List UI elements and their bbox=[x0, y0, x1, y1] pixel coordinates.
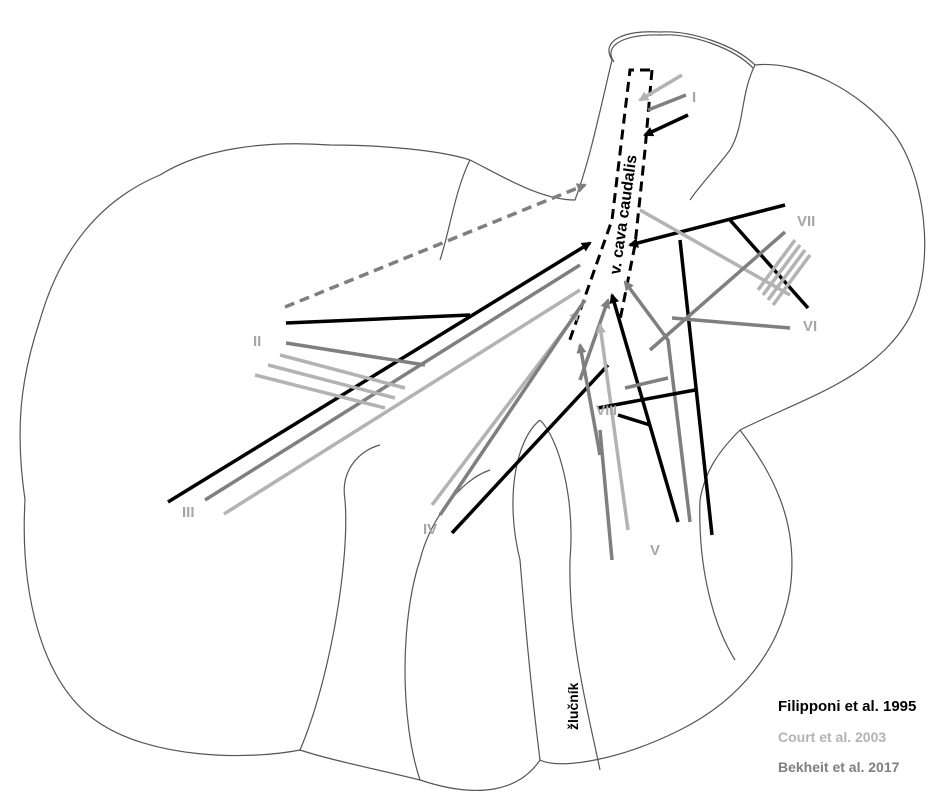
lobe-label-iii: III bbox=[182, 504, 195, 521]
segment-i-line-court bbox=[640, 75, 682, 100]
segment-i-line-bekheit bbox=[648, 95, 686, 110]
segment-iii-line-filipponi bbox=[168, 243, 590, 502]
segment-vii-line-court-2 bbox=[763, 245, 800, 295]
lobe-label-vi: VI bbox=[803, 318, 817, 335]
segment-viii-line-bekheit-3 bbox=[625, 378, 668, 388]
liver-outline bbox=[20, 32, 925, 791]
lobe-label-vii: VII bbox=[797, 213, 815, 230]
segment-ii-line-filipponi bbox=[286, 315, 470, 323]
legend-item-court: Court et al. 2003 bbox=[778, 722, 916, 752]
lobe-label-v: V bbox=[650, 542, 660, 559]
lobe-label-i: I bbox=[692, 89, 696, 106]
segment-vii-line-filipponi bbox=[630, 205, 785, 245]
segment-viii-line-filipponi-2 bbox=[618, 415, 650, 425]
segment-iii-line-court bbox=[224, 290, 580, 514]
hepatic-vein-lines bbox=[168, 70, 810, 560]
segment-i-line-filipponi bbox=[645, 115, 688, 135]
legend-item-filipponi: Filipponi et al. 1995 bbox=[778, 692, 916, 722]
segment-v-line-bekheit bbox=[600, 430, 612, 560]
lobe-label-ii: II bbox=[253, 333, 261, 350]
gallbladder-label: žlučník bbox=[565, 682, 581, 730]
lobe-label-iv: IV bbox=[423, 521, 437, 538]
vena-cava-wall-left bbox=[568, 70, 650, 345]
segment-viii-line-bekheit-2 bbox=[580, 345, 600, 455]
segment-viii-line-court bbox=[600, 325, 628, 530]
lobe-label-viii: VIII bbox=[596, 402, 617, 418]
legend: Filipponi et al. 1995 Court et al. 2003 … bbox=[778, 692, 916, 782]
legend-item-bekheit: Bekheit et al. 2017 bbox=[778, 752, 916, 782]
